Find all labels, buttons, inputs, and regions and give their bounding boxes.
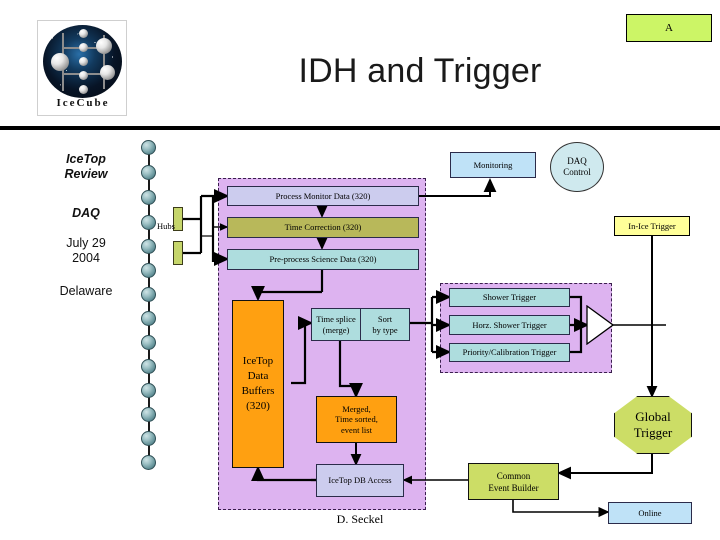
global-trigger-line-1: Global [635,409,671,424]
icetop-data-buffers-box[interactable]: IceTop Data Buffers (320) [232,300,284,468]
common-event-builder-box[interactable]: Common Event Builder [468,463,559,500]
trigger-merge-triangle [586,305,614,345]
global-trigger-line-2: Trigger [633,425,673,440]
logo-wordmark: IceCube [56,97,110,109]
horz-shower-trigger-box[interactable]: Horz. Shower Trigger [449,315,570,335]
monitoring-box[interactable]: Monitoring [450,152,536,178]
sidebar-line-location: Delaware [59,284,113,298]
sort-line-1: Sort [377,314,393,324]
dom-bead [141,431,156,446]
preprocess-science-data-box[interactable]: Pre-process Science Data (320) [227,249,419,270]
buffers-line-1: IceTop [242,355,274,367]
logo-disc-icon [43,25,122,98]
dom-bead [141,311,156,326]
ceb-line-2: Event Builder [488,482,539,493]
global-trigger-node[interactable]: Global Trigger [614,396,692,454]
dom-bead [141,455,156,470]
sort-by-type-cell[interactable]: Sort by type [360,309,409,340]
hub-box [173,207,183,231]
shower-trigger-box[interactable]: Shower Trigger [449,288,570,307]
sidebar-line-icetop: IceTop [66,152,106,166]
sidebar-line-year: 2004 [72,251,100,265]
header-divider [0,126,720,130]
hub-box [173,241,183,265]
hubs-label: Hubs [157,221,175,231]
dom-bead [141,140,156,155]
dom-bead [141,239,156,254]
time-splice-line-1: Time splice [316,314,356,324]
dom-bead [141,165,156,180]
author-footer: D. Seckel [336,512,384,526]
dom-bead [141,383,156,398]
time-correction-box[interactable]: Time Correction (320) [227,217,419,238]
dom-bead [141,263,156,278]
sidebar-line-date: July 29 [66,236,106,250]
corner-badge: A [626,14,712,42]
buffers-line-4: (320) [246,400,270,412]
splice-sort-box[interactable]: Time splice (merge) Sort by type [311,308,410,341]
sidebar-line-daq: DAQ [72,206,100,220]
icetop-db-access-box[interactable]: IceTop DB Access [316,464,404,497]
merged-event-list-box[interactable]: Merged, Time sorted, event list [316,396,397,443]
time-splice-cell[interactable]: Time splice (merge) [312,309,360,340]
icecube-logo: IceCube [37,20,127,116]
sidebar-line-review: Review [64,167,108,181]
buffers-line-2: Data [247,370,269,382]
merged-line-1: Merged, [342,403,371,414]
page-title: IDH and Trigger [298,52,542,90]
online-box[interactable]: Online [608,502,692,524]
process-monitor-data-box[interactable]: Process Monitor Data (320) [227,186,419,206]
dom-bead [141,407,156,422]
merged-line-2: Time sorted, [335,414,378,425]
dom-bead [141,359,156,374]
daq-control-line-2: Control [563,167,591,177]
in-ice-trigger-box[interactable]: In-Ice Trigger [614,216,690,236]
dom-bead [141,190,156,205]
time-splice-line-2: (merge) [322,324,350,335]
dom-string-cable [148,144,150,462]
merged-line-3: event list [341,424,372,435]
dom-bead [141,215,156,230]
buffers-line-3: Buffers [241,385,275,397]
dom-bead [141,287,156,302]
priority-calibration-trigger-box[interactable]: Priority/Calibration Trigger [449,343,570,362]
daq-control-node[interactable]: DAQ Control [550,142,604,192]
ceb-line-1: Common [496,470,531,481]
dom-bead [141,335,156,350]
daq-control-line-1: DAQ [567,156,587,166]
sort-line-2: by type [372,324,398,335]
